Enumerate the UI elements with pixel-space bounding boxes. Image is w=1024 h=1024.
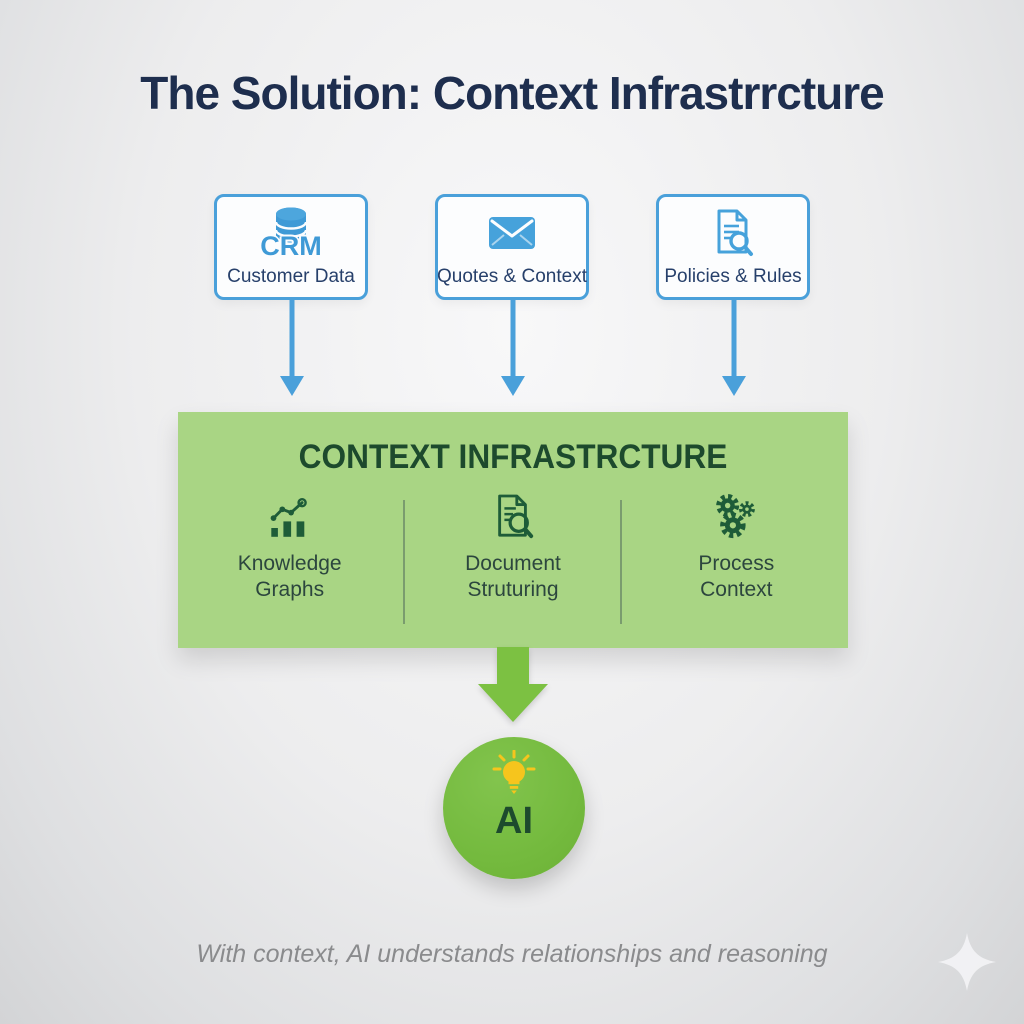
- envelope-icon: [488, 206, 536, 260]
- infra-item-document-structuring: Document Struturing: [401, 489, 624, 604]
- infrastructure-items-row: Knowledge Graphs Document Struturing: [178, 489, 848, 604]
- infra-item-process-context: Process Context: [625, 489, 848, 604]
- infra-item-label: Process Context: [698, 552, 775, 602]
- gears-icon: [712, 489, 760, 545]
- lightbulb-icon: [492, 750, 536, 794]
- crm-database-icon: CRM: [251, 206, 331, 261]
- page-title: The Solution: Context Infrastrrcture: [140, 67, 884, 119]
- source-label: Quotes & Context: [437, 266, 587, 287]
- source-label: Policies & Rules: [664, 266, 802, 287]
- ai-node: AI: [443, 737, 585, 879]
- document-search-icon: [711, 206, 755, 260]
- down-arrow-icon: [501, 298, 525, 396]
- ai-label: AI: [495, 800, 533, 842]
- document-search-icon: [492, 489, 534, 545]
- infra-item-knowledge-graphs: Knowledge Graphs: [178, 489, 401, 604]
- source-box-quotes-context: Quotes & Context: [435, 194, 589, 300]
- source-box-customer-data: CRM Customer Data: [214, 194, 368, 300]
- source-boxes-row: CRM Customer Data Quotes & Context: [0, 194, 1024, 300]
- divider: [403, 500, 405, 624]
- caption-text: With context, AI understands relationshi…: [196, 940, 828, 968]
- big-down-arrow-icon: [478, 647, 548, 722]
- divider: [620, 500, 622, 624]
- bar-chart-trend-icon: [268, 489, 312, 545]
- infra-item-label: Document Struturing: [465, 552, 561, 602]
- source-box-policies-rules: Policies & Rules: [656, 194, 810, 300]
- source-label: Customer Data: [227, 266, 355, 287]
- sparkle-icon: [938, 933, 996, 991]
- down-arrow-icon: [280, 298, 304, 396]
- infrastructure-title: CONTEXT INFRASTRCTURE: [298, 438, 728, 476]
- context-infrastructure-panel: CONTEXT INFRASTRCTURE Kn: [178, 412, 848, 648]
- infra-item-label: Knowledge Graphs: [237, 552, 342, 602]
- crm-badge-text: CRM: [260, 231, 322, 261]
- down-arrow-icon: [722, 298, 746, 396]
